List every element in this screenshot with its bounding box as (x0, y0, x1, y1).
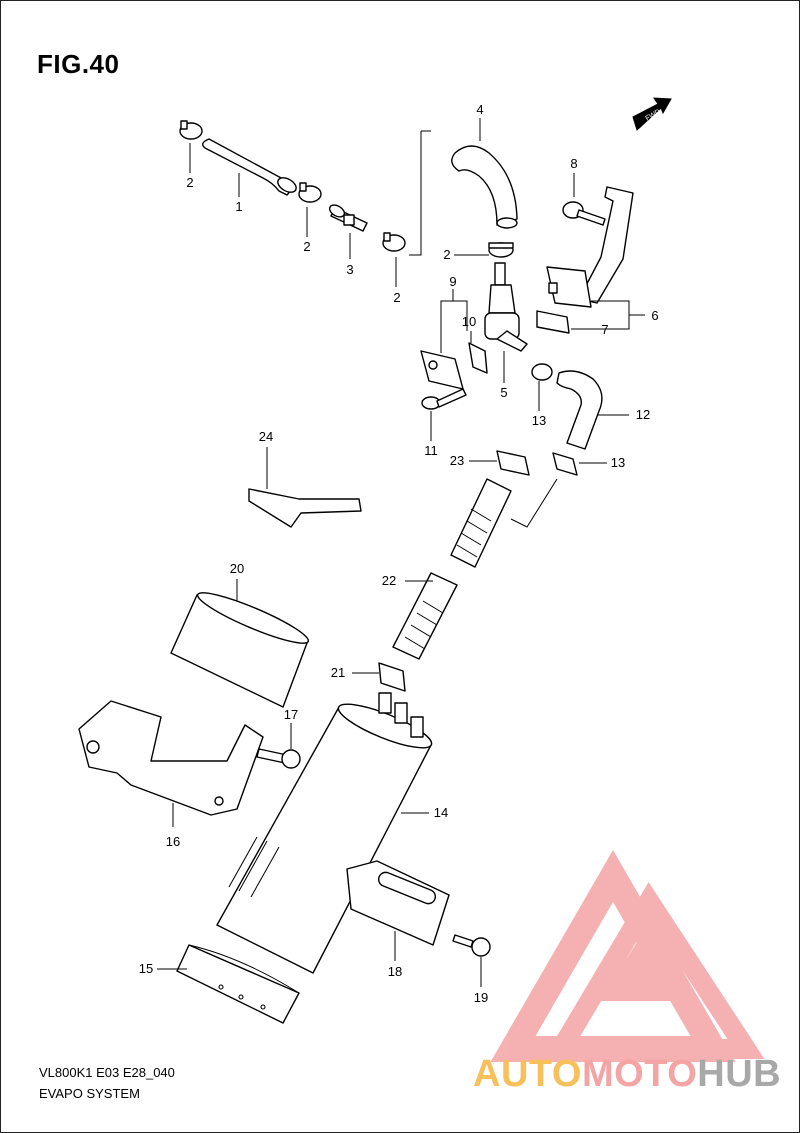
callout-14: 14 (434, 805, 448, 820)
callout-7: 7 (601, 322, 608, 337)
watermark-logo (490, 850, 765, 1062)
callout-9: 9 (449, 274, 456, 289)
fwd-arrow-icon: FWD (632, 97, 672, 131)
callout-2c: 2 (393, 290, 400, 305)
callout-6: 6 (651, 308, 658, 323)
callout-16: 16 (166, 834, 180, 849)
part-2-clamp-b (298, 182, 322, 203)
part-3-joint (328, 204, 368, 232)
part-18-band (346, 860, 450, 946)
callout-13a: 13 (532, 413, 546, 428)
callout-15: 15 (139, 961, 153, 976)
part-23-clamp (496, 450, 530, 476)
part-17-bolt (256, 748, 301, 769)
callout-4: 4 (476, 102, 483, 117)
part-9-bracket (420, 350, 464, 390)
part-4-elbow-hose (451, 145, 518, 229)
watermark-moto: MOTO (581, 1053, 698, 1095)
part-13-clamp-a (531, 363, 553, 381)
part-24-clip (248, 488, 362, 528)
callout-2a: 2 (186, 175, 193, 190)
part-6-bracket (546, 186, 634, 308)
callout-24: 24 (259, 429, 273, 444)
part-22-hose (392, 478, 512, 660)
part-2-clamp-a (179, 120, 203, 140)
leader-lines (157, 118, 645, 987)
callout-12: 12 (636, 407, 650, 422)
part-14-canister (216, 692, 433, 974)
callout-20: 20 (230, 561, 244, 576)
callout-13b: 13 (611, 455, 625, 470)
callout-22: 22 (382, 573, 396, 588)
part-13-clamp-b (552, 452, 578, 476)
part-5-valve (484, 262, 528, 352)
callout-10: 10 (462, 314, 476, 329)
callout-8: 8 (570, 156, 577, 171)
part-19-screw (452, 934, 491, 957)
system-name: EVAPO SYSTEM (39, 1086, 140, 1101)
part-11-screw (421, 388, 467, 410)
part-15-cap (176, 944, 300, 1024)
part-7-clip (536, 310, 570, 334)
part-2-clamp-d (488, 242, 514, 258)
part-12-hose (556, 370, 603, 450)
watermark-text: AUTOMOTOHUB (473, 1053, 781, 1096)
callout-23: 23 (450, 453, 464, 468)
part-21-clamp (378, 662, 406, 692)
callout-2b: 2 (303, 239, 310, 254)
part-10-clip (468, 342, 488, 374)
watermark-hub: HUB (697, 1053, 782, 1095)
part-2-clamp-c (382, 232, 406, 252)
callout-19: 19 (474, 990, 488, 1005)
callout-5: 5 (500, 385, 507, 400)
part-8-bolt (562, 201, 606, 226)
callout-18: 18 (388, 964, 402, 979)
watermark-auto: AUTO (473, 1053, 582, 1095)
callout-2d: 2 (443, 247, 450, 262)
callout-1: 1 (235, 199, 242, 214)
part-20-cover (170, 592, 310, 708)
part-1-hose (202, 138, 297, 196)
callout-3: 3 (346, 262, 353, 277)
callout-17: 17 (284, 707, 298, 722)
callout-21: 21 (331, 665, 345, 680)
model-code: VL800K1 E03 E28_040 (39, 1065, 175, 1080)
part-16-bracket (78, 700, 264, 816)
callout-11: 11 (424, 443, 438, 458)
figure-title: FIG.40 (37, 49, 120, 79)
